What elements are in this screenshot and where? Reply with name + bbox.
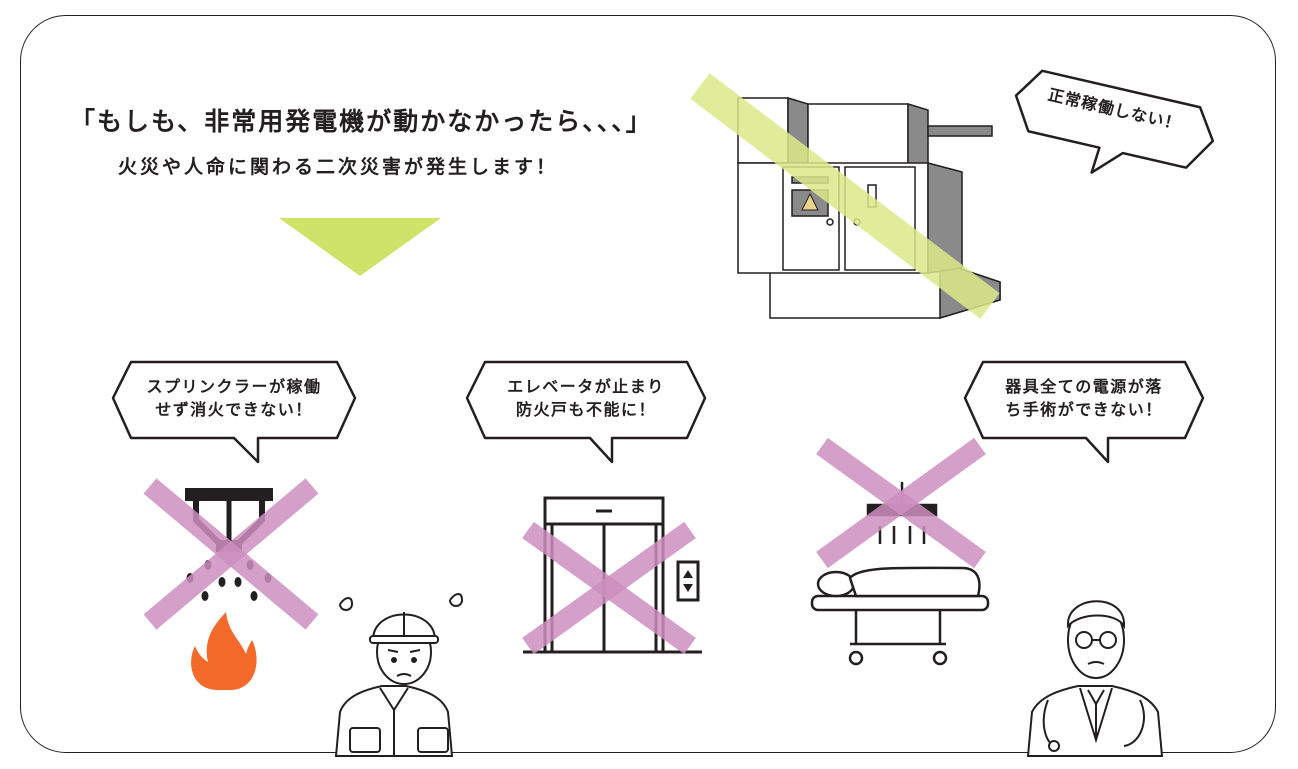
operating-table-icon: [810, 566, 990, 666]
generator-slash: [690, 73, 1000, 319]
generator-bubble: [1014, 69, 1215, 174]
elevator-cross: [522, 521, 696, 655]
elevator-bubble: [465, 360, 707, 464]
sprinkler-bubble-line2: せず消火できない！: [155, 400, 313, 419]
elevator-bubble-text: エレベータが止まり 防火戸も不能に！: [467, 375, 705, 421]
surgery-bubble: [963, 360, 1205, 464]
surgery-cross: [816, 437, 986, 569]
surgery-bubble-text: 器具全ての電源が落 ち手術ができない！: [965, 375, 1203, 421]
worker-icon: [334, 593, 464, 757]
sprinkler-bubble-line1: スプリンクラーが稼働: [146, 377, 322, 396]
sprinkler-bubble-text: スプリンクラーが稼働 せず消火できない！: [113, 375, 355, 421]
surgery-bubble-line2: ち手術ができない！: [1005, 400, 1163, 419]
sprinkler-cross: [143, 478, 319, 630]
down-arrow-icon: [279, 218, 441, 276]
headline: 「もしも、非常用発電機が動かなかったら、、、」: [70, 107, 653, 136]
subheadline: 火災や人命に関わる二次災害が発生します！: [118, 156, 559, 178]
elevator-bubble-line1: エレベータが止まり: [507, 377, 665, 396]
doctor-icon: [1026, 600, 1164, 757]
sprinkler-bubble: [111, 360, 357, 464]
flame-icon: [191, 612, 257, 690]
elevator-bubble-line2: 防火戸も不能に！: [515, 400, 656, 419]
surgery-bubble-line1: 器具全ての電源が落: [1005, 377, 1163, 396]
